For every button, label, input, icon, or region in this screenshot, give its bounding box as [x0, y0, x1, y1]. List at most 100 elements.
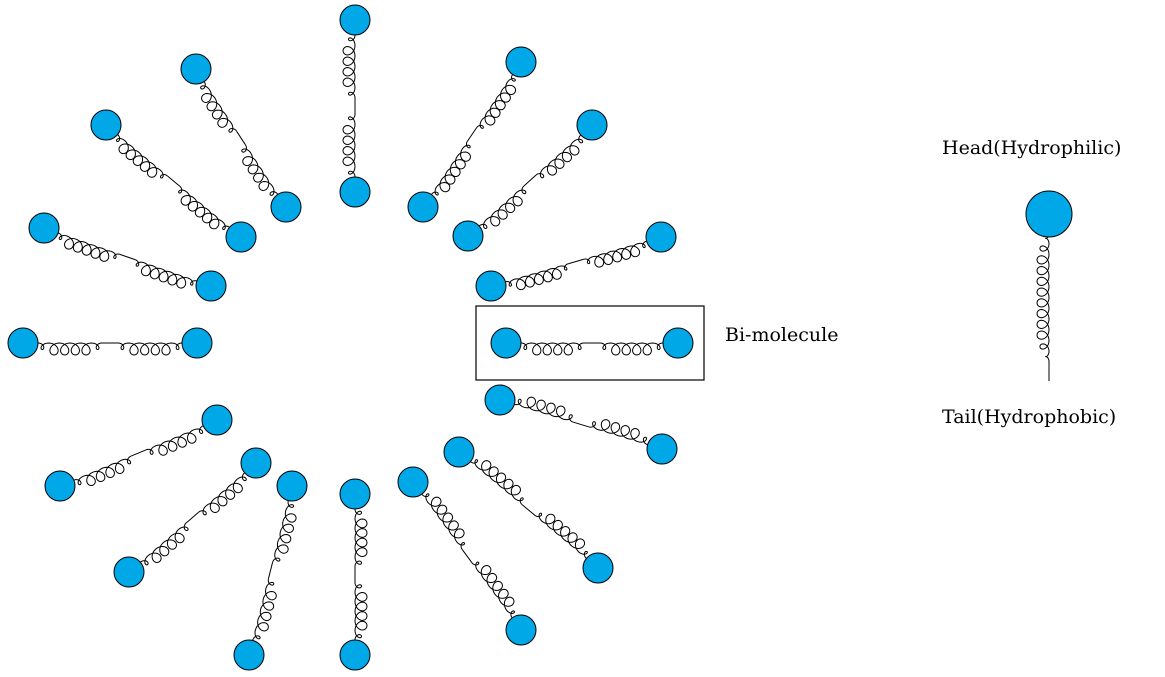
bimolecule — [443, 436, 614, 584]
tail-junction — [268, 562, 273, 579]
tail-coil — [354, 508, 368, 567]
tail-coil — [470, 459, 524, 506]
bimolecule — [475, 221, 677, 302]
tail-coil — [37, 342, 103, 356]
head-circle — [407, 191, 439, 223]
tail-coil — [140, 522, 189, 566]
tail-coil — [178, 185, 230, 231]
head-circle — [113, 556, 145, 588]
tail-junction — [467, 127, 477, 142]
tail-coil — [471, 561, 515, 619]
head-circle — [505, 614, 537, 646]
head-circle — [7, 327, 39, 359]
head-circle — [475, 270, 507, 302]
tail-coil — [200, 81, 238, 133]
tail-junction — [568, 258, 584, 265]
tail-coil — [535, 134, 584, 179]
tail-coil — [241, 144, 279, 196]
bimolecule — [180, 53, 302, 223]
head-circle — [490, 327, 522, 359]
head-circle — [225, 221, 257, 253]
bimolecule — [490, 327, 694, 359]
tail-coil — [505, 263, 569, 291]
head-circle — [339, 4, 371, 36]
tail-coil — [514, 396, 574, 423]
head-circle — [44, 470, 76, 502]
bimolecule — [28, 212, 227, 302]
head-circle — [201, 404, 233, 436]
tail-coil — [342, 113, 356, 178]
tail-coil — [115, 134, 168, 179]
bimolecule-highlight-box — [475, 305, 705, 381]
head-circle — [484, 384, 516, 416]
bimolecule — [407, 46, 537, 223]
tail-junction — [167, 175, 180, 187]
bimolecule-label: Bi-molecule — [725, 324, 839, 346]
head-circle — [233, 639, 265, 671]
bimolecule — [233, 470, 308, 671]
head-circle — [662, 327, 694, 359]
tail-coil — [271, 500, 297, 563]
bimolecule — [397, 466, 537, 646]
bimolecule — [484, 384, 678, 465]
tail-coil — [73, 455, 132, 487]
tail-coil — [520, 342, 585, 356]
head-circle — [270, 191, 302, 223]
tail-coil — [478, 185, 527, 230]
legend-tail-coil — [1036, 233, 1050, 362]
tail-coil — [354, 582, 368, 641]
head-circle — [576, 109, 608, 141]
tail-coil — [117, 342, 183, 356]
head-circle — [181, 327, 213, 359]
head-circle — [339, 176, 371, 208]
head-circle — [195, 270, 227, 302]
head-circle — [180, 53, 212, 85]
head-circle — [339, 639, 371, 671]
tail-coil — [588, 419, 648, 446]
bimolecule-ring — [7, 4, 694, 671]
tail-junction — [522, 504, 535, 516]
head-label: Head(Hydrophilic) — [942, 137, 1122, 159]
tail-junction — [523, 174, 537, 187]
head-circle — [90, 109, 122, 141]
tail-coil — [198, 472, 247, 516]
tail-junction — [186, 511, 199, 524]
bimolecule — [113, 447, 272, 588]
head-circle — [240, 447, 272, 479]
head-circle — [397, 466, 429, 498]
tail-coil — [476, 74, 517, 129]
bimolecule — [452, 109, 608, 252]
bimolecule — [90, 109, 257, 253]
head-circle — [28, 212, 60, 244]
tail-coil — [57, 232, 121, 262]
head-circle — [582, 552, 614, 584]
tail-coil — [599, 342, 664, 356]
bimolecule — [44, 404, 233, 502]
tail-junction — [236, 131, 246, 145]
head-circle — [339, 478, 371, 510]
bimolecule — [339, 4, 371, 208]
head-circle — [645, 221, 677, 253]
tail-coil — [134, 259, 197, 289]
tail-coil — [583, 240, 647, 268]
bimolecule — [339, 478, 371, 671]
head-circle — [646, 433, 678, 465]
head-circle — [276, 470, 308, 502]
legend-head-circle — [1025, 190, 1073, 238]
tail-junction — [119, 253, 136, 261]
tail-coil — [145, 425, 204, 456]
tail-junction — [461, 549, 473, 563]
tail-coil — [342, 34, 356, 99]
bimolecule — [7, 327, 213, 359]
tail-junction — [573, 421, 589, 428]
head-circle — [452, 220, 484, 252]
tail-coil — [534, 512, 588, 559]
tail-junction — [130, 449, 147, 457]
head-circle — [505, 46, 537, 78]
legend-molecule — [1025, 190, 1073, 381]
tail-label: Tail(Hydrophobic) — [942, 406, 1117, 428]
tail-coil — [252, 578, 277, 641]
tail-coil — [421, 493, 466, 550]
head-circle — [443, 436, 475, 468]
